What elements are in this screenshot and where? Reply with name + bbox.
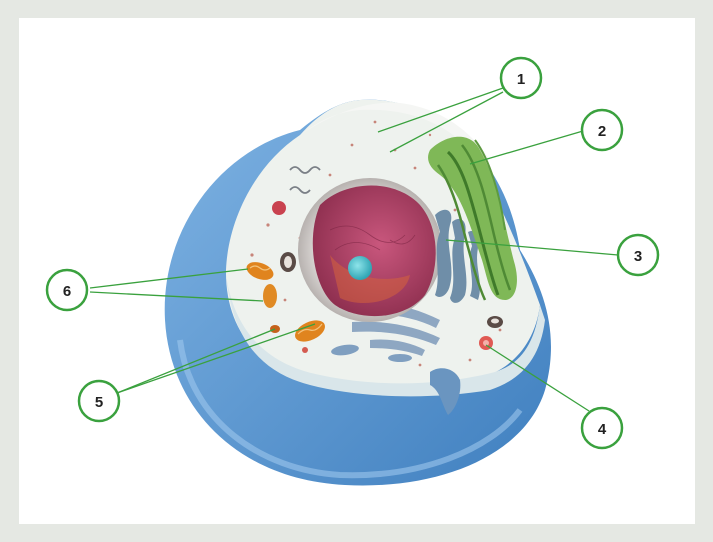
callout-3: 3 xyxy=(618,235,658,275)
animal-cell-diagram: 1 2 3 4 5 6 xyxy=(19,18,695,524)
callout-number: 4 xyxy=(598,421,607,438)
vesicle xyxy=(272,201,286,215)
callout-4: 4 xyxy=(582,408,622,448)
callout-number: 2 xyxy=(598,123,606,140)
callout-number: 5 xyxy=(95,394,103,411)
callout-5: 5 xyxy=(79,381,119,421)
diagram-panel: 1 2 3 4 5 6 xyxy=(19,18,695,524)
callout-6: 6 xyxy=(47,270,87,310)
callout-number: 6 xyxy=(63,283,71,300)
callout-1: 1 xyxy=(501,58,541,98)
callout-number: 1 xyxy=(517,71,525,88)
nucleolus xyxy=(348,256,372,280)
callout-number: 3 xyxy=(634,248,642,265)
callout-2: 2 xyxy=(582,110,622,150)
nucleus xyxy=(298,178,442,322)
